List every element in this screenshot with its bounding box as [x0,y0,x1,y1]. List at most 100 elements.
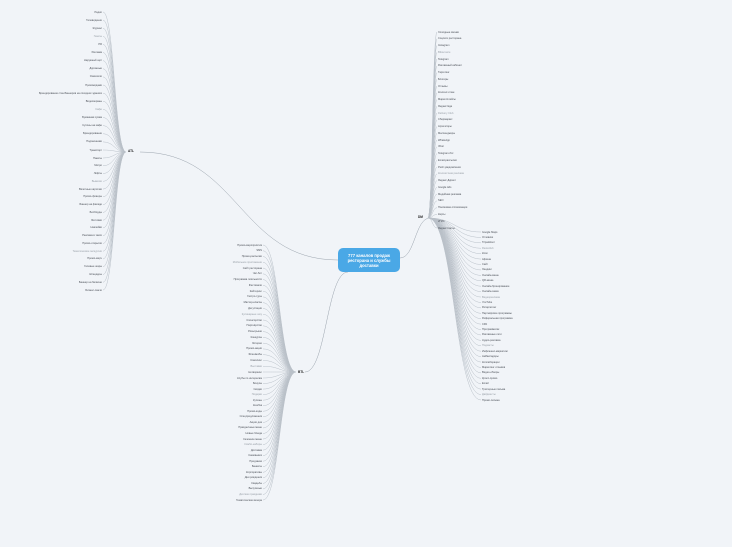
dm-node[interactable]: Триггерные письма [482,387,506,391]
btl-node[interactable]: Кулинарные шоу [241,312,262,316]
dm-node[interactable]: Push-уведомления [438,165,461,169]
btl-node[interactable]: Кейтеринг [249,289,262,293]
atl-node[interactable]: Дорожные [89,67,102,71]
dm-node[interactable]: Маркетплейсы [438,98,456,102]
atl-node[interactable]: Визитные карточки [79,187,102,191]
atl-node[interactable]: Промо-мерч [87,257,102,261]
dm-node[interactable]: Соцсети ресторана [438,37,462,41]
atl-node[interactable]: Газеты [93,34,102,38]
dm-node[interactable]: Поисковая оптимизация [438,206,468,210]
btl-node[interactable]: Сайт ресторана [242,266,262,270]
atl-node[interactable]: Журнал [92,26,102,30]
dm-node[interactable]: Сайт [482,263,488,267]
btl-node[interactable]: Свадьбы [251,481,262,485]
dm-node[interactable]: Амбассадоры [482,355,499,359]
btl-node[interactable]: Мобильное приложение [232,260,262,264]
atl-node[interactable]: Пакеты [93,156,102,160]
btl-node[interactable]: Акции дня [249,420,262,424]
atl-node[interactable]: Наклейки [90,226,102,230]
atl-node[interactable]: Кафе [95,107,102,111]
btl-node[interactable]: Тематические вечера [236,498,262,502]
dm-node[interactable]: Кросс-промо [482,376,498,380]
atl-node[interactable]: Видеоэкраны [85,99,102,103]
atl-node[interactable]: Подоконники [86,140,102,144]
atl-node[interactable]: Реклама [91,51,102,55]
dm-node[interactable]: QR-меню [482,279,494,283]
dm-node[interactable]: Instagram [438,44,450,48]
btl-node[interactable]: Банкеты [251,465,262,469]
atl-node[interactable]: Листовки [90,218,102,222]
dm-node[interactable]: Сбермаркет [438,118,453,122]
atl-node[interactable]: Штендеры [89,272,102,276]
dm-node[interactable]: Маркетинг отзывов [482,365,506,369]
btl-node[interactable]: Промо-рассылки [241,255,262,259]
btl-node[interactable]: Сезонное меню [243,437,262,441]
atl-node[interactable]: Баннер на фасаде [79,203,102,207]
dm-node[interactable]: SEO [438,199,444,203]
dm-node[interactable]: WhatsApp [438,138,450,142]
btl-node[interactable]: Дни рождения [244,476,262,480]
dm-node[interactable]: ВКонтакте [438,50,451,54]
btl-node[interactable]: Предзаказ [249,459,262,463]
atl-node[interactable]: Телевидение [86,18,102,22]
dm-node[interactable]: Онлайн-заказ [482,290,499,294]
dm-node[interactable]: Партнёрские программы [482,311,512,315]
dm-node[interactable]: Видео-обзоры [482,371,500,375]
branch-atl[interactable]: ATL [128,149,134,153]
dm-node[interactable]: Медийная реклама [438,192,462,196]
atl-node[interactable]: Тематические экскурсии [72,249,102,253]
dm-node[interactable]: Программатик [482,328,500,332]
dm-node[interactable]: Реферальная программа [482,317,513,321]
dm-node[interactable]: Холодные звонки [438,30,459,34]
btl-node[interactable]: Клубы по интересам [237,376,262,380]
btl-node[interactable]: Корпоративы [246,470,262,474]
btl-node[interactable]: Скидки [253,387,262,391]
atl-node[interactable]: Брендирование [83,132,102,136]
btl-node[interactable]: Мастер-классы [243,301,262,305]
btl-node[interactable]: Фестивали [248,283,262,287]
dm-node[interactable]: Яндекс Еда [438,104,453,108]
dm-node[interactable]: Карты [438,212,446,216]
btl-node[interactable]: Флешмобы [248,353,263,357]
atl-node[interactable]: Радио [94,10,103,14]
btl-node[interactable]: Партнёрство [246,324,262,328]
dm-node[interactable]: Zoon [482,252,488,256]
btl-node[interactable]: Комбо-наборы [244,443,262,447]
branch-btl[interactable]: BTL [298,370,305,374]
dm-node[interactable]: Яндекс Директ [438,179,456,183]
dm-node[interactable]: Telegram [438,57,449,61]
dm-node[interactable]: Афиша [482,257,491,261]
btl-node[interactable]: Лотереи [251,341,262,345]
btl-node[interactable]: Бонусы [252,382,262,386]
btl-node[interactable]: Подарки [251,393,262,397]
btl-node[interactable]: Конкурсы [250,335,262,339]
branch-dm[interactable]: DM [418,215,423,219]
btl-node[interactable]: Сэмплинг [250,358,262,362]
dm-node[interactable]: Delivery Club [438,111,454,115]
dm-node[interactable]: Лендинг [482,268,492,272]
btl-node[interactable]: Купоны [253,398,262,402]
btl-node[interactable]: Спецпредложения [239,415,262,419]
btl-node[interactable]: Самовывоз [248,454,262,458]
atl-node[interactable]: Купоны на кафе [82,124,102,128]
dm-node[interactable]: Промо-письма [482,398,500,402]
dm-node[interactable]: Инфлюенс-маркетинг [482,349,509,353]
atl-node[interactable]: Реклама в такси [82,234,102,238]
dm-node[interactable]: Viber [438,145,445,149]
atl-node[interactable]: Бумажная сумка [82,116,102,120]
atl-node[interactable]: PR [98,42,102,46]
dm-node[interactable]: Отзывы [438,84,448,88]
atl-node[interactable]: Бизнес-ланчи [85,288,102,292]
dm-node[interactable]: 2ГИС [438,219,445,223]
dm-node[interactable]: Онлайн-бронирование [482,284,510,288]
atl-node[interactable]: Брендирование стен/баннеров на соседних … [38,91,102,95]
btl-node[interactable]: Спонсорство [246,318,262,322]
dm-node[interactable]: Контент-план [438,91,455,95]
btl-node[interactable]: Праздничные меню [238,426,262,430]
atl-node[interactable]: Гелевые шары [84,265,102,269]
dm-node[interactable]: Отзовики [482,235,494,239]
dm-node[interactable]: Email [482,382,489,386]
btl-node[interactable]: Промо-мероприятия [237,243,262,247]
dm-node[interactable]: Агрегаторы [438,125,452,129]
dm-node[interactable]: Ретаргетинг [482,306,497,310]
